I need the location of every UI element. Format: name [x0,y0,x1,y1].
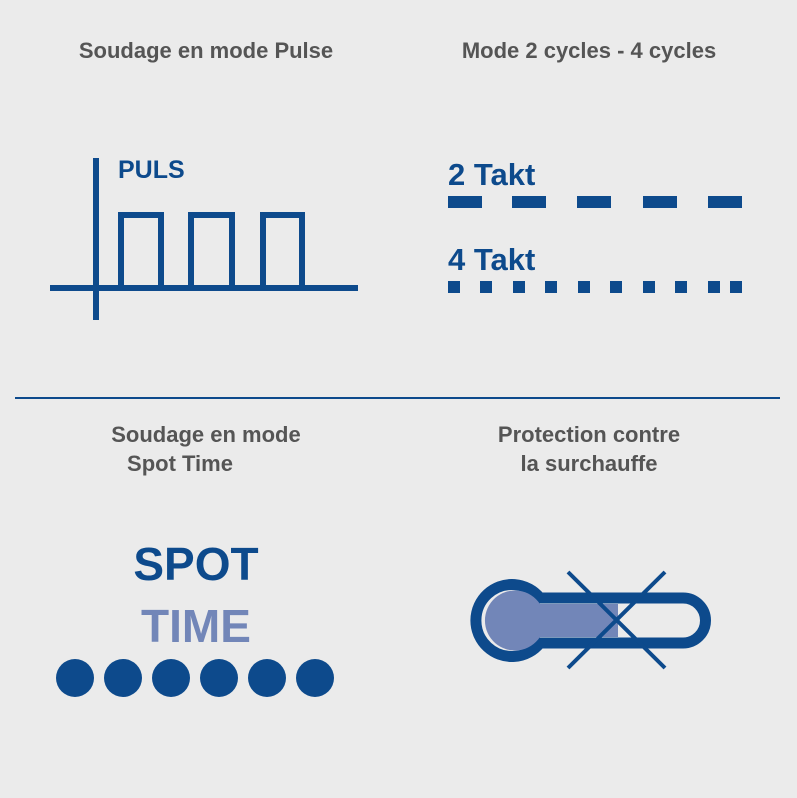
spot-title-line1: Soudage en mode [111,422,300,447]
spot-dots-icon [56,659,334,697]
spot-title-line2: Spot Time [127,451,233,476]
cycles-title: Mode 2 cycles - 4 cycles [462,38,716,63]
pulse-wave-icon [50,158,358,320]
puls-label: PULS [118,156,185,184]
spot-word: SPOT [133,538,258,590]
takt2-dashes-icon [448,196,742,208]
thermometer-crossed-icon [470,570,711,670]
takt2-label: 2 Takt [448,157,535,192]
time-word: TIME [141,600,251,652]
pulse-title: Soudage en mode Pulse [79,38,333,63]
takt4-label: 4 Takt [448,242,535,277]
overheat-title-line2: la surchauffe [521,451,658,476]
takt4-dots-icon [448,281,742,293]
overheat-title-line1: Protection contre [498,422,680,447]
